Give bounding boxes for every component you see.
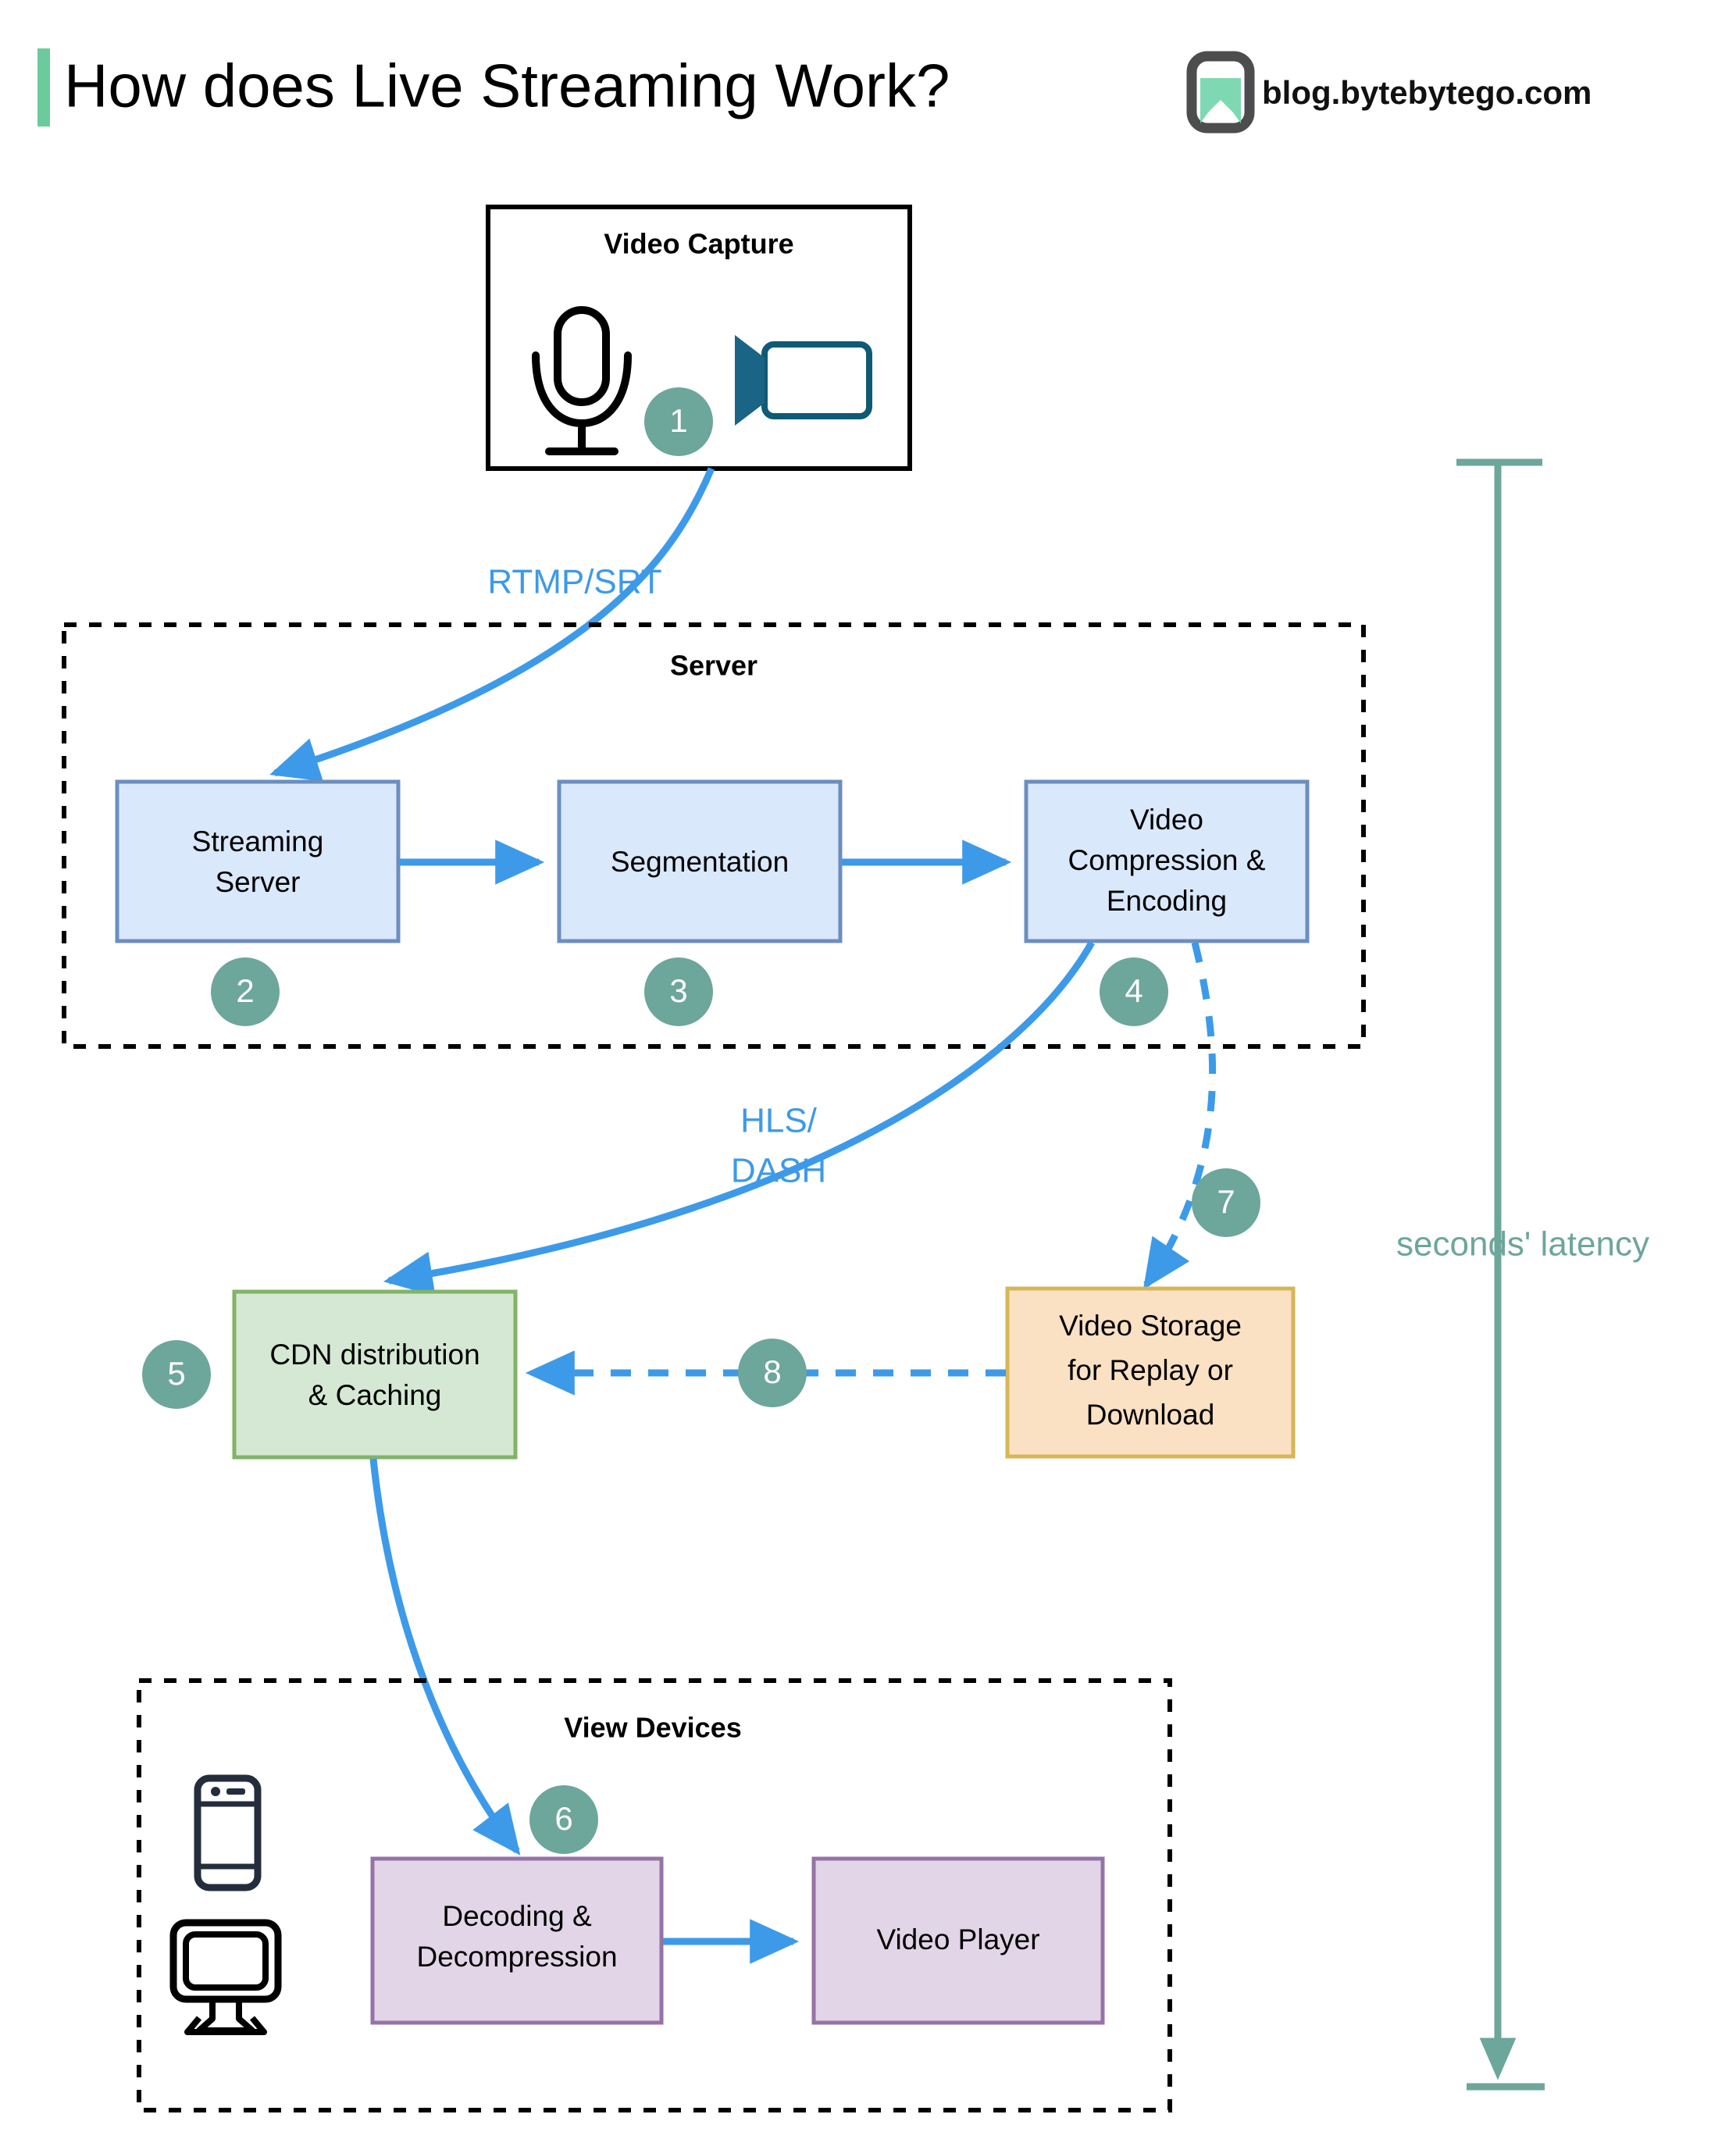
edge-label-dash: DASH <box>731 1152 826 1190</box>
node-video-storage[interactable]: Video Storage for Replay or Download <box>1005 1286 1296 1459</box>
node-video-storage-line-2: for Replay or <box>1068 1354 1233 1386</box>
title-accent-bar <box>37 48 50 127</box>
node-cdn-distribution-caching[interactable]: CDN distribution & Caching <box>232 1289 518 1460</box>
step-badge-3: 3 <box>644 957 713 1026</box>
node-streaming-server-line-2: Server <box>216 866 301 898</box>
node-cdn-line-2: & Caching <box>308 1379 442 1411</box>
node-streaming-server-line-1: Streaming <box>192 825 324 857</box>
group-title-video-capture: Video Capture <box>604 228 793 260</box>
node-video-compression-encoding[interactable]: Video Compression & Encoding <box>1024 779 1310 943</box>
node-video-storage-line-3: Download <box>1086 1399 1215 1431</box>
smartphone-icon <box>194 1774 262 1891</box>
group-title-view-devices: View Devices <box>564 1712 742 1744</box>
latency-label: seconds' latency <box>1396 1225 1649 1264</box>
latency-bracket <box>1456 458 1545 2091</box>
step-badge-4-number: 4 <box>1125 972 1142 1009</box>
node-video-player-line-1: Video Player <box>876 1923 1039 1956</box>
node-segmentation-line-1: Segmentation <box>611 846 789 878</box>
page-title: How does Live Streaming Work? <box>64 52 950 120</box>
node-video-storage-line-1: Video Storage <box>1059 1310 1242 1342</box>
node-video-compression-line-1: Video <box>1130 804 1203 836</box>
step-badge-5-number: 5 <box>167 1355 185 1392</box>
group-title-server: Server <box>670 650 757 682</box>
step-badge-7-number: 7 <box>1217 1183 1235 1220</box>
step-badge-7: 7 <box>1192 1168 1260 1237</box>
step-badge-2: 2 <box>211 957 280 1026</box>
step-badge-4: 4 <box>1100 957 1168 1026</box>
step-badge-1: 1 <box>644 387 713 456</box>
step-badge-1-number: 1 <box>669 402 687 439</box>
node-segmentation[interactable]: Segmentation <box>557 779 843 943</box>
node-decoding-decompression[interactable]: Decoding & Decompression <box>370 1856 664 2025</box>
node-streaming-server[interactable]: Streaming Server <box>115 779 401 943</box>
step-badge-6-number: 6 <box>554 1800 572 1837</box>
edge-label-hls: HLS/ <box>740 1102 818 1140</box>
monitor-icon <box>169 1919 282 2035</box>
edge-label-rtmp-srt: RTMP/SRT <box>487 563 661 601</box>
edge-cdn-to-decoding <box>369 1458 521 1856</box>
node-decoding-line-2: Decompression <box>416 1941 617 1973</box>
step-badge-6: 6 <box>529 1785 598 1854</box>
microphone-icon <box>532 306 632 455</box>
edge-encoding-to-cdn <box>383 940 1095 1296</box>
node-video-player[interactable]: Video Player <box>811 1856 1105 2025</box>
step-badge-3-number: 3 <box>669 972 687 1009</box>
edge-capture-to-streaming-server <box>269 467 715 782</box>
step-badge-2-number: 2 <box>236 972 254 1009</box>
node-decoding-line-1: Decoding & <box>442 1900 592 1932</box>
video-camera-icon <box>735 335 872 426</box>
node-cdn-line-1: CDN distribution <box>269 1339 479 1371</box>
step-badge-8-number: 8 <box>763 1353 781 1390</box>
node-video-compression-line-2: Compression & <box>1068 844 1266 876</box>
brand-url: blog.bytebytego.com <box>1262 74 1592 111</box>
group-view-devices <box>137 1678 1172 2112</box>
node-video-compression-line-3: Encoding <box>1107 885 1227 917</box>
bytebytego-logo-icon <box>1186 51 1255 134</box>
group-server <box>62 622 1366 1049</box>
step-badge-8: 8 <box>738 1339 807 1407</box>
step-badge-5: 5 <box>142 1340 211 1409</box>
edge-encoding-to-storage <box>1142 941 1217 1289</box>
